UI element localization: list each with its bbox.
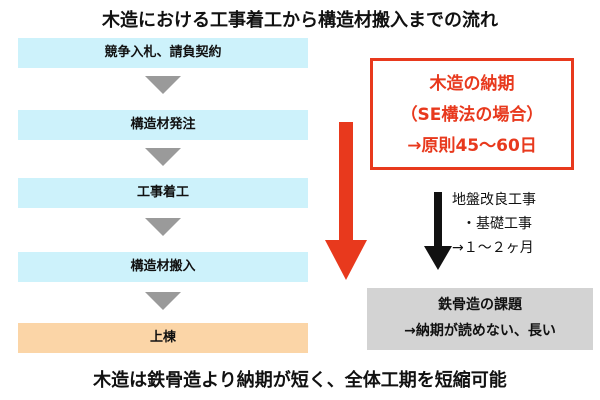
step-bidding-contract: 競争入札、請負契約 <box>18 38 308 68</box>
black-down-arrow-icon <box>424 192 452 270</box>
wood-lead-time-box: 木造の納期 （SE構法の場合） →原則45〜60日 <box>370 58 574 170</box>
ground-work-note: 地盤改良工事 ・基礎工事 →１〜２ヶ月 <box>452 188 592 260</box>
ground-work-line1: 地盤改良工事 <box>452 192 536 208</box>
diagram-footer: 木造は鉄骨造より納期が短く、全体工期を短縮可能 <box>93 370 507 391</box>
ground-work-line2: ・基礎工事 <box>462 216 532 232</box>
step-construction-start: 工事着工 <box>18 178 308 208</box>
down-arrow-connector-1 <box>145 76 181 94</box>
wood-box-days: →原則45〜60日 <box>407 136 537 156</box>
diagram-title: 木造における工事着工から構造材搬入までの流れ <box>102 10 498 31</box>
down-arrow-connector-3 <box>145 218 181 236</box>
wood-box-heading: 木造の納期 <box>429 74 515 94</box>
step-material-order: 構造材発注 <box>18 110 308 140</box>
wood-box-method: （SE構法の場合） <box>400 105 544 125</box>
down-arrow-connector-4 <box>145 292 181 310</box>
down-arrow-connector-2 <box>145 148 181 166</box>
step-material-delivery: 構造材搬入 <box>18 252 308 282</box>
step-framing-completion: 上棟 <box>18 323 308 353</box>
steel-box-detail: →納期が読めない、長い <box>404 323 556 339</box>
red-down-arrow-icon <box>325 122 367 280</box>
steel-issue-box: 鉄骨造の課題 →納期が読めない、長い <box>367 288 593 350</box>
ground-work-line3: →１〜２ヶ月 <box>452 240 534 256</box>
steel-box-heading: 鉄骨造の課題 <box>438 297 522 313</box>
